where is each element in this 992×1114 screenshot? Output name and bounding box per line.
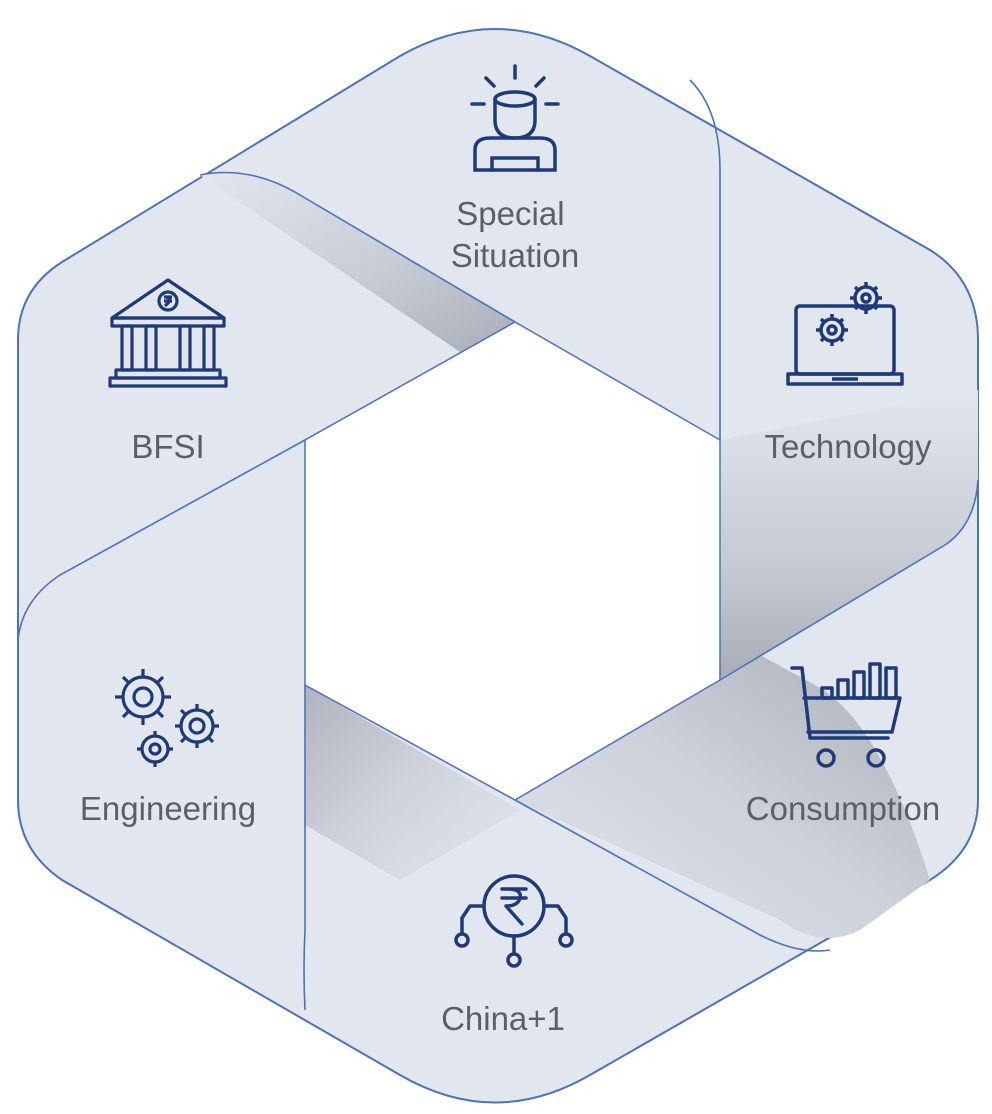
laptop-gears-icon — [786, 282, 904, 386]
segment-label-china-plus-1: China+1 — [441, 1000, 565, 1037]
lightbulb-person-icon — [470, 64, 560, 172]
rupee-circuit-icon — [454, 874, 574, 968]
fold-shade-top — [200, 172, 515, 352]
segment-label-technology: Technology — [765, 428, 932, 465]
gears-icon — [115, 669, 219, 767]
segment-label-special-situation: Special Situation — [451, 195, 579, 274]
segment-label-consumption: Consumption — [746, 790, 940, 827]
fold-shade-left — [305, 685, 520, 880]
segment-label-bfsi: BFSI — [131, 428, 204, 465]
fold-shade-right — [720, 390, 978, 680]
fold-shade-low — [515, 655, 930, 938]
bank-icon — [108, 278, 228, 388]
shopping-cart-chart-icon — [790, 662, 902, 768]
segment-label-engineering: Engineering — [80, 790, 256, 827]
fold-lines — [17, 79, 979, 1011]
